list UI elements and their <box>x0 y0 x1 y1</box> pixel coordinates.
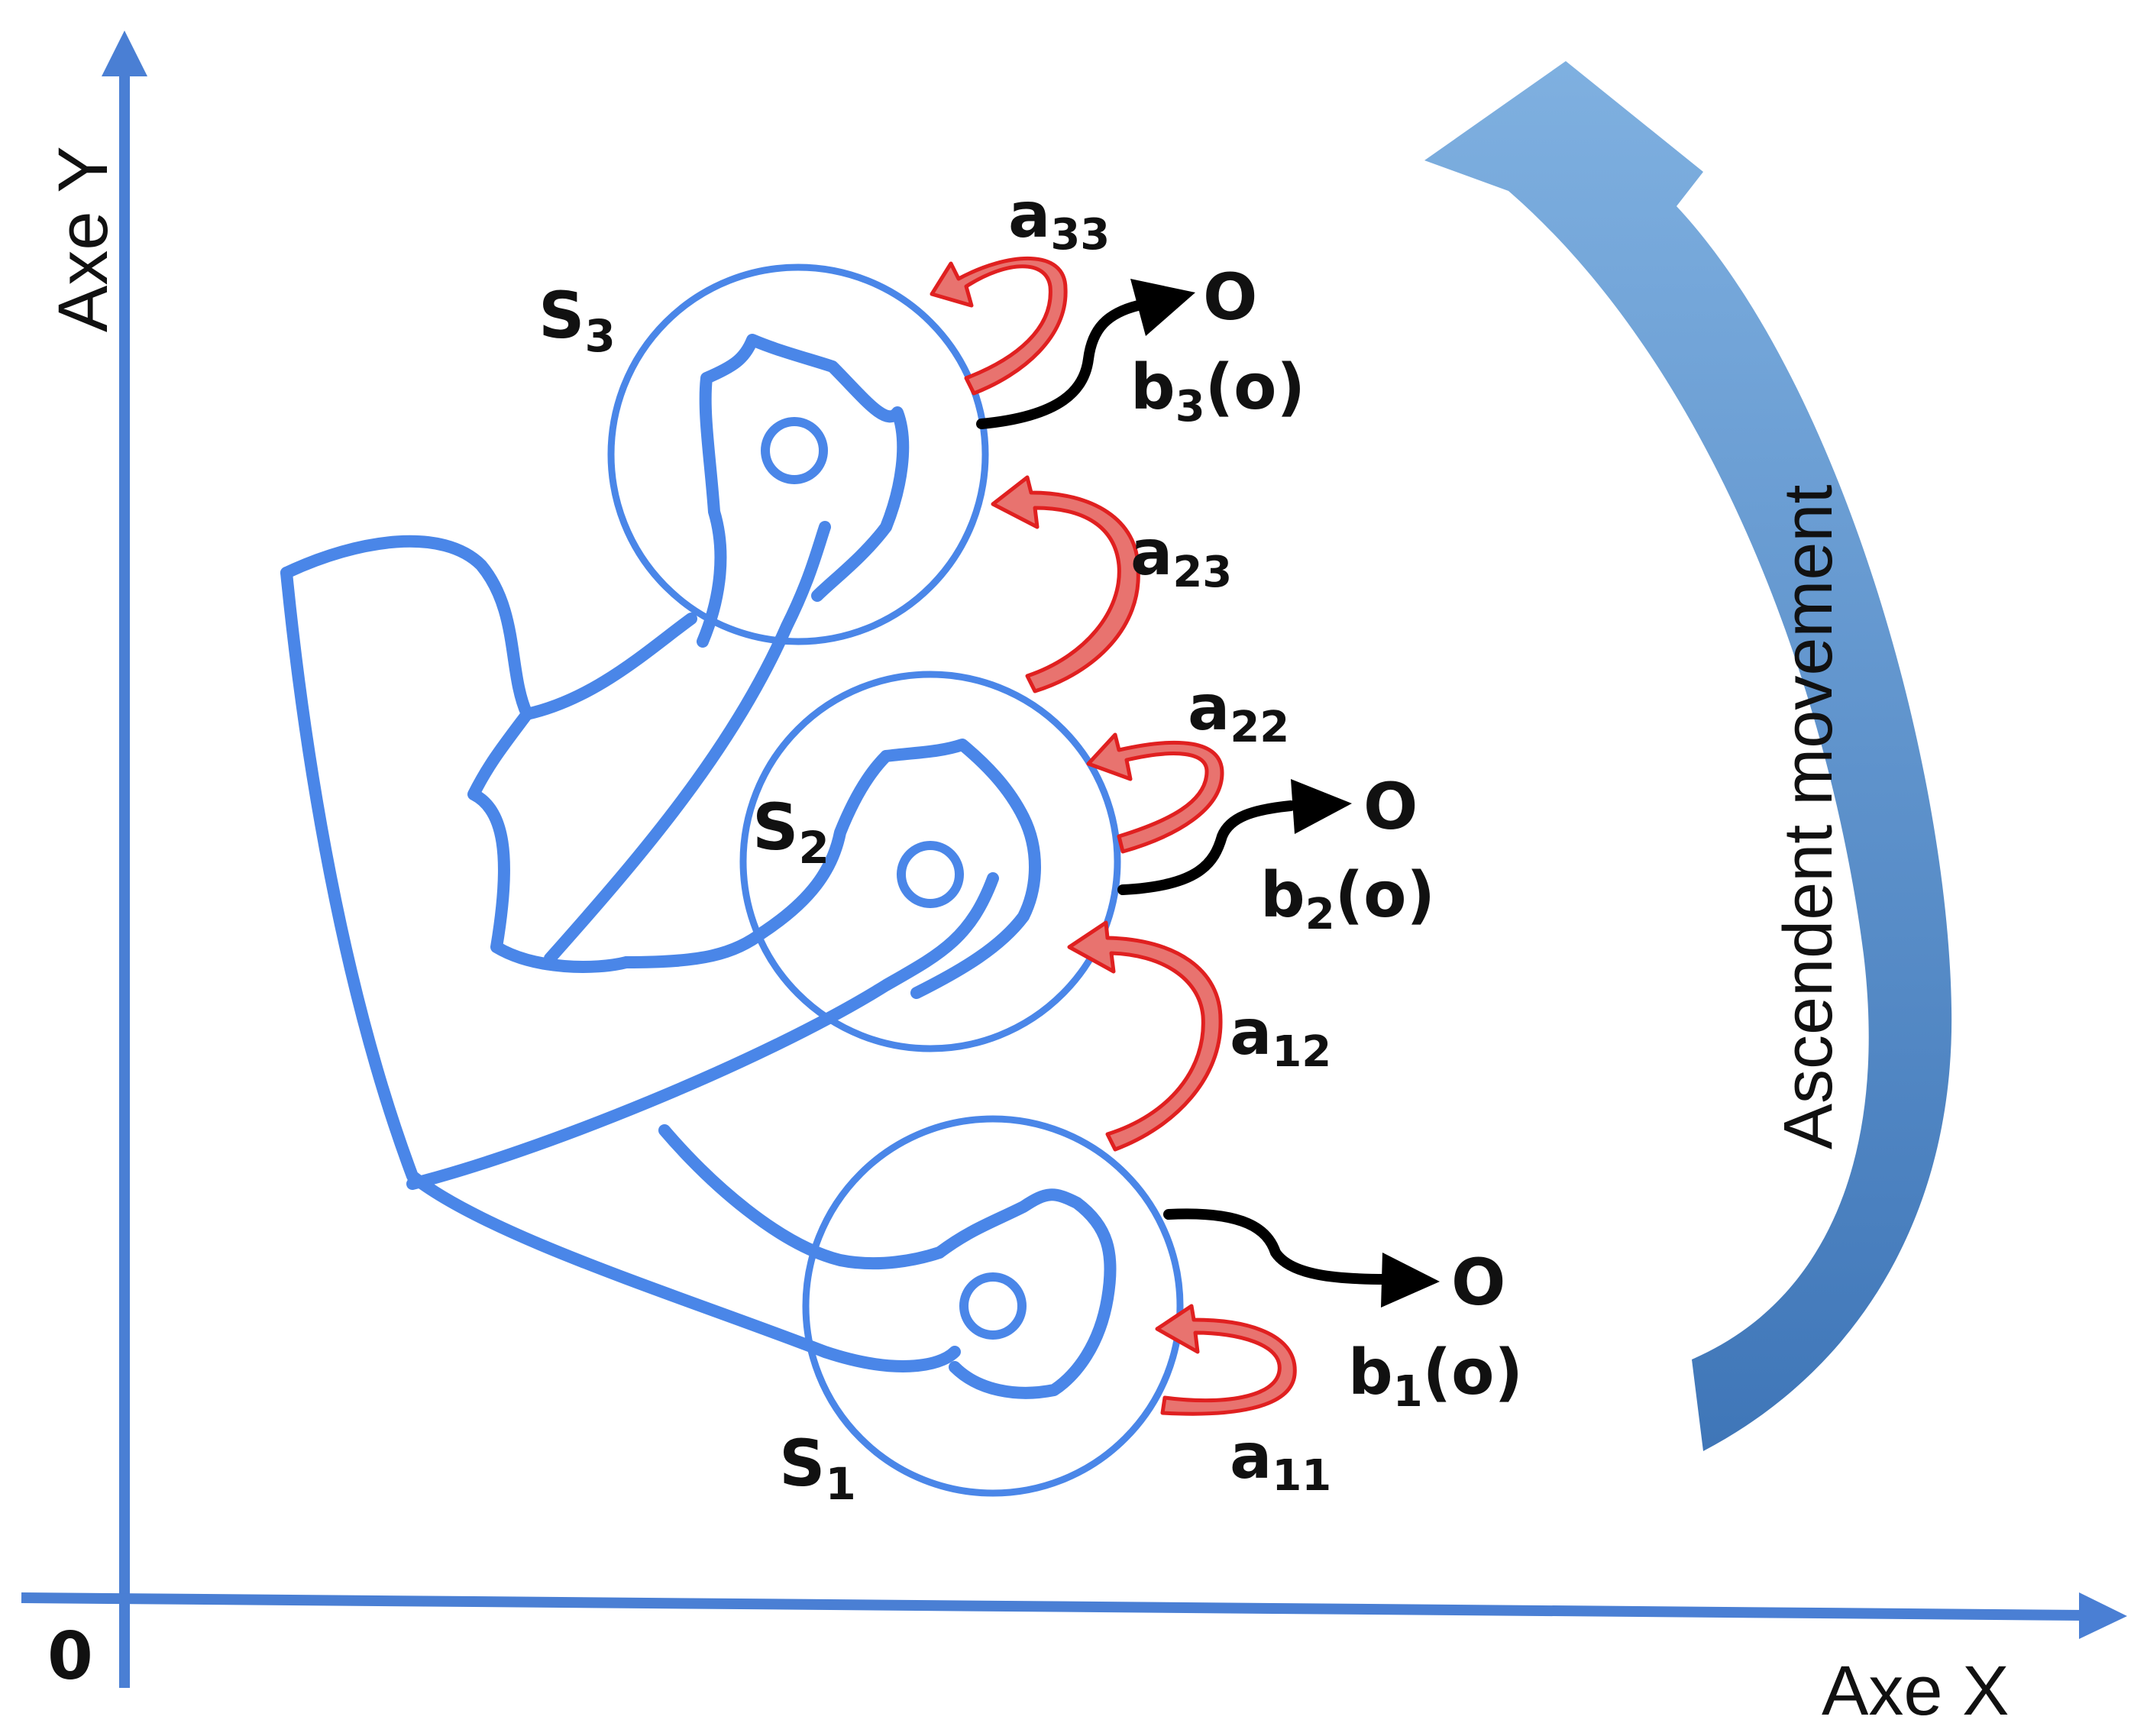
state-circle-s3 <box>607 263 989 645</box>
state-circle-s2 <box>739 671 1121 1052</box>
y-axis-arrowhead <box>102 31 147 76</box>
transition-arrow-a22 <box>1086 732 1224 854</box>
state-circle-s1 <box>802 1115 1184 1497</box>
lower-forearm-link <box>658 1124 946 1270</box>
fist-top <box>697 334 910 648</box>
transition-label-a33: a33 <box>1008 179 1110 260</box>
transition-arrow-a11 <box>1155 1304 1297 1416</box>
x-axis-line <box>21 1592 2086 1621</box>
emission-label-b2: b2(o) <box>1260 859 1435 939</box>
forearm-outline <box>406 872 999 1190</box>
transition-label-a12: a12 <box>1230 997 1331 1077</box>
origin-label: 0 <box>47 1618 93 1695</box>
ascendent-movement-label: Ascendent movement <box>1770 485 1847 1149</box>
state-label-s1: S1 <box>779 1426 856 1510</box>
state-label-s3: S3 <box>538 278 616 362</box>
observation-symbol-2: O <box>1363 769 1418 844</box>
observation-symbol-1: O <box>1203 260 1257 335</box>
transition-arrows <box>930 256 1297 1416</box>
transition-label-a11: a11 <box>1230 1421 1331 1501</box>
forearm-lower <box>620 926 770 968</box>
emission-label-b1: b1(o) <box>1348 1337 1523 1417</box>
x-axis-arrowhead <box>2079 1592 2127 1639</box>
x-axis-label: Axe X <box>1822 1652 2009 1730</box>
fist-bottom <box>933 1188 1117 1399</box>
state-label-s2: S2 <box>752 790 829 874</box>
observation-symbol-3: O <box>1451 1245 1505 1320</box>
emission-arrow-b1 <box>1163 1208 1392 1285</box>
state-circles <box>607 263 1184 1497</box>
bicep-contour <box>467 708 632 973</box>
state-inner-s2 <box>897 841 964 908</box>
state-inner-s1 <box>959 1272 1027 1340</box>
upper-arm-outline <box>280 535 697 720</box>
fist-middle <box>758 739 1041 999</box>
arm-drawing <box>280 334 1117 1399</box>
emission-head-b3 <box>1130 279 1195 336</box>
emission-arrowheads <box>1130 279 1440 1308</box>
emission-label-b3: b3(o) <box>1130 351 1305 432</box>
shoulder-outline <box>280 567 961 1372</box>
coordinate-axes: Axe Y Axe X 0 <box>21 31 2127 1730</box>
transition-label-a23: a23 <box>1130 517 1232 597</box>
transition-label-a22: a22 <box>1188 672 1289 752</box>
transition-arrow-a12 <box>1067 920 1223 1152</box>
emission-head-b1 <box>1381 1253 1440 1308</box>
emission-arrows <box>976 300 1392 1285</box>
ascendent-movement-arrow <box>1424 61 1952 1451</box>
inner-elbow <box>544 521 831 965</box>
emission-arrow-b3 <box>976 300 1143 429</box>
transition-arrow-a23 <box>991 475 1140 693</box>
y-axis-label: Axe Y <box>44 146 122 332</box>
emission-arrow-b2 <box>1117 800 1296 895</box>
transition-arrow-a33 <box>930 256 1068 396</box>
state-inner-s3 <box>761 417 828 484</box>
emission-head-b2 <box>1291 779 1352 834</box>
